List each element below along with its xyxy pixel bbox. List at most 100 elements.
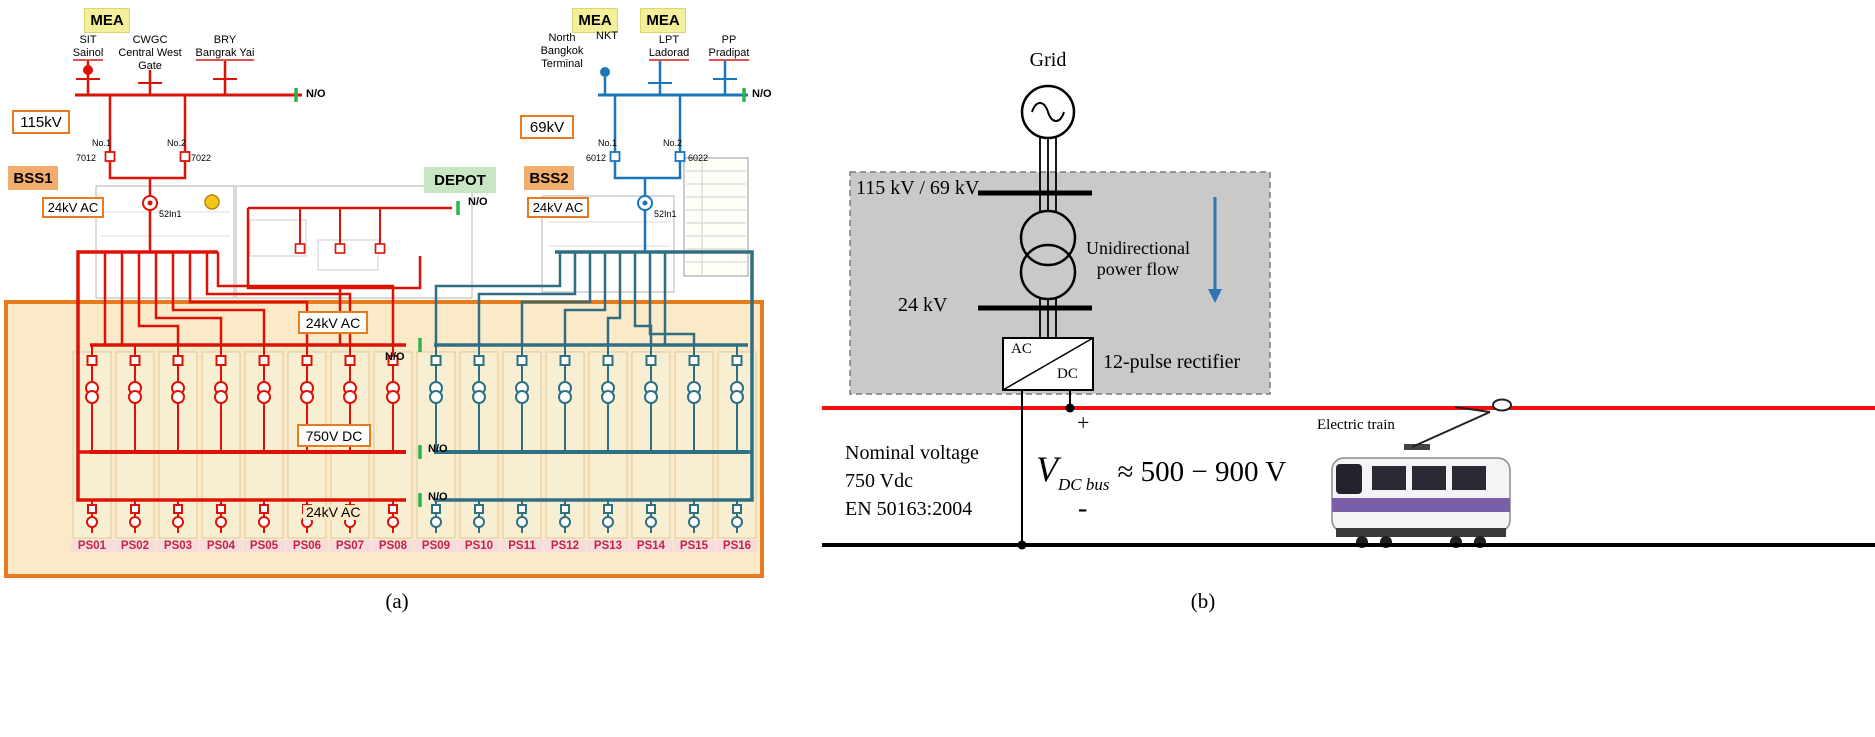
circuit-no2-label: No.2 (663, 138, 683, 148)
mea-tag: MEA (572, 8, 618, 33)
feeder-name: Bangrak Yai (190, 47, 260, 61)
circuit-no1-label: No.1 (598, 138, 618, 148)
feeder-name: Sainol (62, 47, 114, 61)
pantograph-icon (1404, 398, 1512, 450)
no-label: N/O (428, 443, 448, 455)
flow-label: Unidirectional power flow (1072, 238, 1204, 280)
ps-label: PS16 (716, 540, 758, 552)
breaker-7022-label: 7022 (191, 153, 212, 163)
right-edge-riser (680, 250, 754, 502)
feeder-name: Gate (138, 60, 162, 72)
grid-label: Grid (1029, 49, 1067, 71)
no-label: N/O (468, 196, 488, 208)
breaker-6022-icon (674, 151, 686, 162)
circuit-no1-label: No.1 (92, 138, 112, 148)
blue-69kv-network (598, 60, 748, 252)
teal-24kv-network (434, 250, 754, 502)
bss2-tag: BSS2 (524, 166, 574, 190)
red-115kv-network (75, 60, 452, 502)
ps-label: PS07 (329, 540, 371, 552)
ps-label: PS03 (157, 540, 199, 552)
feeder-name-text: Sainol (72, 47, 104, 61)
feeder-name: Terminal (541, 58, 583, 70)
no-label: N/O (385, 351, 405, 363)
ps-label: PS08 (372, 540, 414, 552)
arrow-head-icon (1208, 289, 1222, 303)
caption-b: (b) (1190, 589, 1216, 613)
generator-icon (204, 194, 220, 210)
minus-sign: - (1078, 493, 1088, 524)
legend-box (683, 157, 749, 277)
feeder-name: Ladorad (642, 47, 696, 61)
hv-level-label: 115 kV / 69 kV (856, 177, 980, 199)
ps-label: PS15 (673, 540, 715, 552)
grid-source (1020, 84, 1076, 193)
ring-24kv-box: 24kV AC (298, 311, 368, 334)
feeder-name: Pradipat (702, 47, 756, 61)
breaker-7012-label: 7012 (76, 153, 97, 163)
breaker-6022-label: 6022 (688, 153, 709, 163)
ps-label: PS12 (544, 540, 586, 552)
transformer-branch (978, 190, 1092, 338)
circuit-no2-label: No.2 (167, 138, 187, 148)
ps-label: PS01 (71, 540, 113, 552)
depot-tag: DEPOT (424, 167, 496, 193)
train-label: Electric train (1317, 417, 1395, 433)
breaker-7012-icon (104, 151, 116, 162)
bss1-24kv-box: 24kV AC (42, 197, 104, 218)
ps-label: PS13 (587, 540, 629, 552)
no-label: N/O (428, 491, 448, 503)
formula-value: ≈ 500 − 900 V (1117, 456, 1287, 488)
depot-scan-box (235, 185, 473, 299)
feeder-code: BRY (213, 34, 237, 46)
nominal-voltage-line1: Nominal voltage (845, 442, 979, 464)
ps-label: PS09 (415, 540, 457, 552)
left-edge-riser (76, 250, 100, 502)
feeder-code: LPT (658, 34, 680, 46)
power-flow-arrow (1208, 197, 1222, 303)
feeder-code: CWGC (132, 34, 168, 46)
no-label: N/O (306, 88, 326, 100)
ps-label: PS05 (243, 540, 285, 552)
rectifier-dc-label: DC (1057, 366, 1078, 382)
ps-label: PS02 (114, 540, 156, 552)
feeder-name: Bangkok (540, 45, 584, 57)
feeder-name: North (548, 32, 576, 44)
formula-subscript: DC bus (1058, 475, 1110, 494)
feeder-name: Central West (118, 47, 182, 59)
rectifier-ac-label: AC (1011, 341, 1032, 357)
feeder-name-text: Bangrak Yai (195, 47, 255, 61)
lower-24kv-label: 24kV AC (303, 504, 364, 521)
feeder-source-icon (83, 65, 93, 75)
nominal-voltage-line2: 750 Vdc (845, 470, 913, 492)
feeder-name-text: Pradipat (708, 47, 750, 61)
flow-line1: Unidirectional (1086, 238, 1190, 258)
relay-52in1-label: 52In1 (654, 209, 677, 219)
transformer-icon (1019, 209, 1077, 267)
ps-label: PS06 (286, 540, 328, 552)
no-label: N/O (752, 88, 772, 100)
mea-tag: MEA (640, 8, 686, 33)
ring-750v-box: 750V DC (297, 424, 371, 447)
flow-line2: power flow (1096, 259, 1180, 279)
bss2-24kv-box: 24kV AC (527, 197, 589, 218)
normally-open-ticks (294, 88, 746, 507)
electric-train-image (1331, 398, 1512, 548)
breaker-6012-icon (609, 151, 621, 162)
positive-junction-dot (1065, 403, 1075, 413)
ps-label: PS04 (200, 540, 242, 552)
mv-level-label: 24 kV (898, 294, 948, 316)
plus-sign: + (1077, 410, 1090, 435)
negative-junction-dot (1017, 540, 1027, 550)
caption-a: (a) (385, 589, 409, 613)
sine-wave-icon (1031, 102, 1065, 122)
ps-label: PS14 (630, 540, 672, 552)
ps-label: PS11 (501, 540, 543, 552)
feeder-code: PP (721, 34, 737, 46)
rectifier-symbol (1002, 337, 1094, 391)
feeder-code: SIT (79, 34, 97, 46)
rectifier-label: 12-pulse rectifier (1103, 351, 1241, 373)
relay-52in1-label: 52In1 (159, 209, 182, 219)
